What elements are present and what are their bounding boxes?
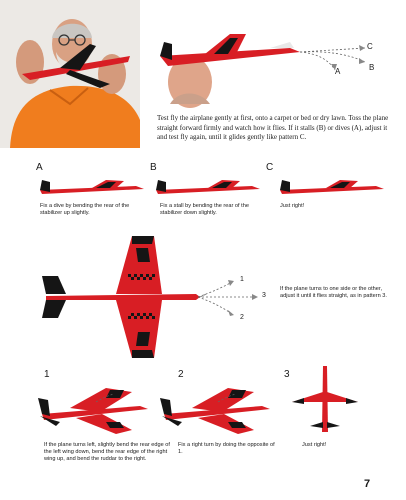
row1-letter-a: A bbox=[36, 162, 43, 173]
flight-paths bbox=[198, 280, 258, 316]
launch-diagram bbox=[160, 34, 366, 108]
row1-caption-b: Fix a stall by bending the rear of the s… bbox=[160, 203, 249, 216]
plane-side-b bbox=[156, 180, 260, 194]
path-label-1: 1 bbox=[240, 276, 244, 283]
plane-3q-1 bbox=[38, 388, 148, 434]
intro-paragraph: Test fly the airplane gently at first, o… bbox=[157, 114, 389, 141]
path-label-3: 3 bbox=[262, 292, 266, 299]
row3-number-3: 3 bbox=[284, 369, 290, 380]
row1-caption-a: Fix a dive by bending the rear of the st… bbox=[40, 203, 130, 216]
row3-caption-3: Just right! bbox=[302, 442, 327, 448]
top-label-b: B bbox=[369, 63, 375, 72]
row1-letter-c: C bbox=[266, 162, 274, 173]
row3-number-2: 2 bbox=[178, 369, 184, 380]
row1-caption-c: Just right! bbox=[280, 203, 305, 209]
page-number: 7 bbox=[364, 478, 371, 490]
plane-side-a bbox=[40, 180, 144, 194]
top-label-a: A bbox=[335, 67, 341, 76]
middle-caption: If the plane turns to one side or the ot… bbox=[280, 286, 387, 299]
plane-side-c bbox=[280, 180, 384, 194]
plane-front-3 bbox=[292, 366, 358, 432]
row1-letter-b: B bbox=[150, 162, 157, 173]
row3-number-1: 1 bbox=[44, 369, 50, 380]
plane-top-view bbox=[42, 236, 206, 358]
path-label-2: 2 bbox=[240, 314, 244, 321]
top-label-c: C bbox=[367, 42, 373, 51]
plane-3q-2 bbox=[160, 388, 270, 434]
photo-man-with-plane bbox=[0, 0, 140, 148]
row3-caption-1: If the plane turns left, slightly bend t… bbox=[44, 442, 170, 462]
row3-caption-2: Fix a right turn by doing the opposite o… bbox=[178, 442, 275, 455]
